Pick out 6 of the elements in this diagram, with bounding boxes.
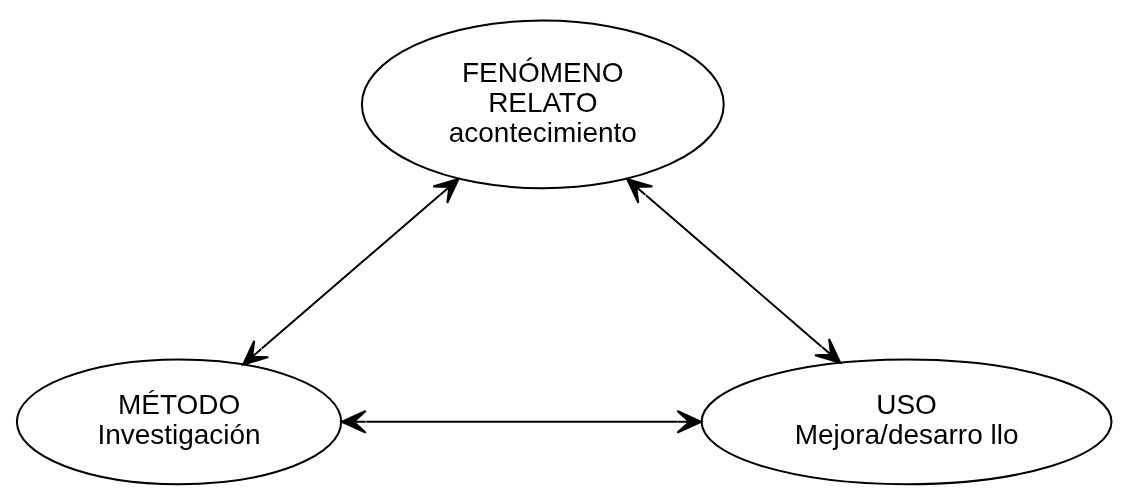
- node-ellipse: FENÓMENO RELATO acontecimiento: [360, 19, 725, 189]
- arrow: [340, 409, 703, 434]
- node-ellipse: USO Mejora/desarro llo: [700, 357, 1113, 485]
- arrow: [242, 177, 460, 366]
- arrow: [626, 177, 842, 364]
- node-ellipse: MÉTODO Investigación: [15, 357, 343, 485]
